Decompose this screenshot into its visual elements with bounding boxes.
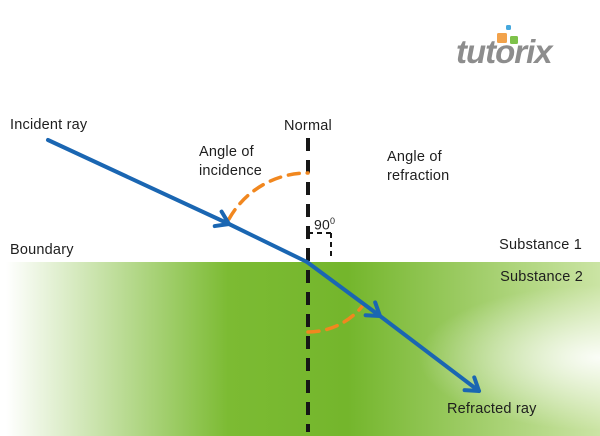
right-angle-marker [308,232,332,258]
refracted-ray-label: Refracted ray [447,401,537,417]
refraction-arc [306,302,366,334]
substance-2-label: Substance 2 [500,269,583,285]
logo-green-square-icon [510,36,518,44]
incidence-arc [227,171,310,221]
angle-of-refraction-label: Angle of refraction [387,149,450,184]
boundary-label: Boundary [10,242,74,258]
right-angle-superscript: 0 [329,216,336,226]
right-angle-value: 90 [314,216,330,233]
incident-ray-line [46,138,309,264]
refracted-ray-line [305,260,481,393]
substance-1-label: Substance 1 [499,237,582,253]
logo-blue-square-icon [506,25,511,30]
right-angle-label: 900 [314,212,335,235]
substance-2-region [0,262,600,436]
angle-of-incidence-label: Angle of incidence [199,144,263,179]
incident-ray-label: Incident ray [10,117,88,133]
logo-orange-square-icon [497,33,507,43]
normal-label: Normal [284,118,332,134]
